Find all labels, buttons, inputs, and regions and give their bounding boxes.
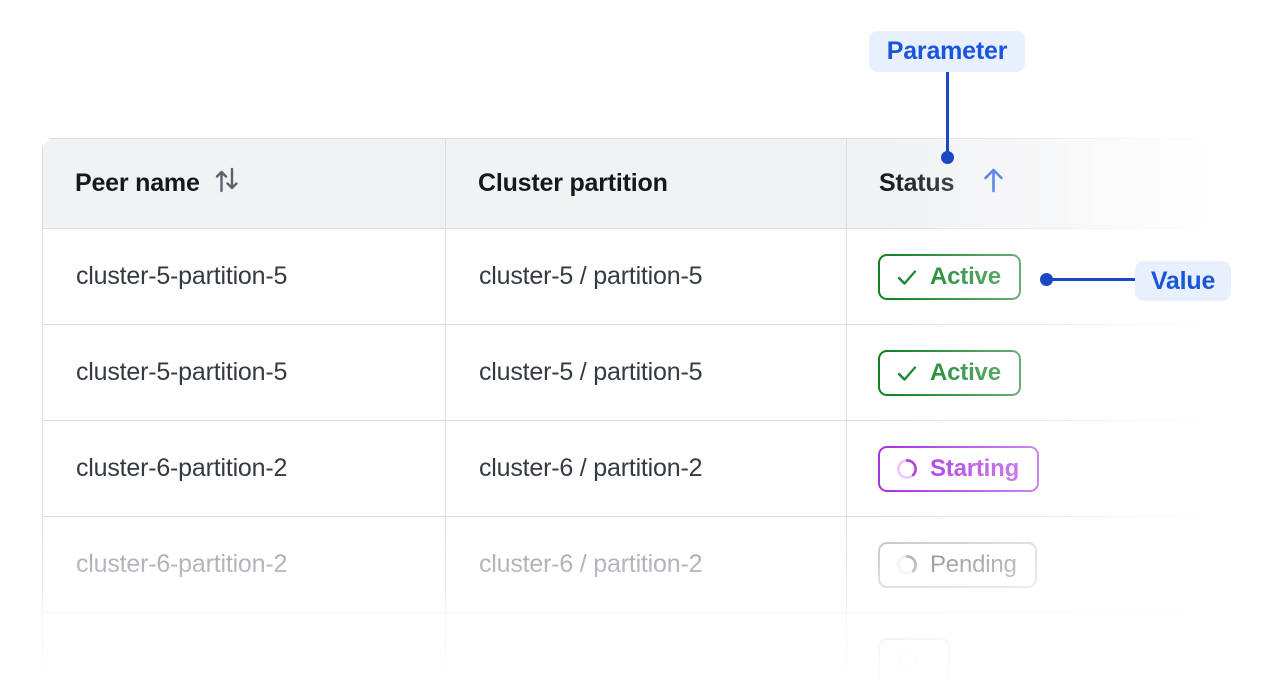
cell-peer-name: cluster-6-partition-2 (42, 516, 446, 613)
table-body: cluster-5-partition-5 cluster-5 / partit… (42, 228, 1202, 688)
peers-table: Peer name Cluster partition (42, 138, 1202, 688)
table-header-row: Peer name Cluster partition (42, 138, 1202, 229)
parameter-annotation-badge: Parameter (869, 31, 1025, 72)
check-icon (895, 265, 919, 289)
column-header-status-label: Status (879, 169, 955, 197)
table-row[interactable] (42, 612, 1202, 688)
status-badge: Pending (878, 541, 1037, 588)
data-table-container: Peer name Cluster partition (42, 138, 1202, 688)
column-header-status[interactable]: Status (846, 138, 1202, 229)
arrow-up-icon[interactable] (980, 166, 1007, 201)
status-badge-label: Starting (930, 454, 1020, 482)
cell-cluster-partition: cluster-5 / partition-5 (445, 228, 847, 325)
cell-status: Active (846, 324, 1202, 421)
cell-cluster-partition: cluster-6 / partition-2 (445, 516, 847, 613)
table-row[interactable]: cluster-6-partition-2 cluster-6 / partit… (42, 420, 1202, 517)
cell-status (846, 612, 1202, 688)
column-header-peer-name-label: Peer name (75, 169, 200, 197)
status-badge-label: Active (930, 262, 1001, 290)
column-header-cluster-partition-label: Cluster partition (478, 169, 668, 197)
cell-status: Pending (846, 516, 1202, 613)
spinner-icon (895, 457, 919, 481)
cell-cluster-partition (445, 612, 847, 688)
column-header-peer-name[interactable]: Peer name (42, 138, 446, 229)
cell-peer-name: cluster-6-partition-2 (42, 420, 446, 517)
table-row[interactable]: cluster-5-partition-5 cluster-5 / partit… (42, 228, 1202, 325)
table-row[interactable]: cluster-5-partition-5 cluster-5 / partit… (42, 324, 1202, 421)
value-annotation-badge: Value (1135, 261, 1231, 301)
status-badge (878, 637, 950, 684)
spinner-icon (895, 553, 919, 577)
cell-status: Starting (846, 420, 1202, 517)
status-badge-label: Pending (930, 550, 1017, 578)
value-connector-dot (1040, 273, 1053, 286)
sort-updown-icon[interactable] (214, 166, 240, 201)
spinner-icon (895, 649, 919, 673)
value-connector-line (1050, 278, 1136, 281)
cell-cluster-partition: cluster-5 / partition-5 (445, 324, 847, 421)
cell-peer-name (42, 612, 446, 688)
parameter-connector-dot (941, 151, 954, 164)
status-badge: Starting (878, 445, 1040, 492)
status-badge: Active (878, 349, 1021, 396)
cell-peer-name: cluster-5-partition-5 (42, 228, 446, 325)
table-header: Peer name Cluster partition (42, 138, 1202, 229)
status-badge: Active (878, 253, 1021, 300)
parameter-connector-line (946, 72, 949, 158)
status-badge-label: Active (930, 358, 1001, 386)
cell-cluster-partition: cluster-6 / partition-2 (445, 420, 847, 517)
table-row[interactable]: cluster-6-partition-2 cluster-6 / partit… (42, 516, 1202, 613)
cell-peer-name: cluster-5-partition-5 (42, 324, 446, 421)
check-icon (895, 361, 919, 385)
column-header-cluster-partition[interactable]: Cluster partition (445, 138, 847, 229)
